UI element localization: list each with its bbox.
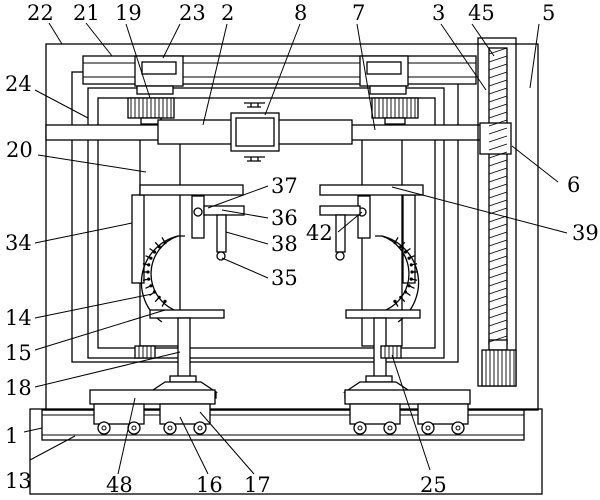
label-1: 1: [5, 424, 18, 448]
label-20: 20: [6, 138, 33, 162]
label-15: 15: [5, 341, 32, 365]
label-6: 6: [567, 173, 580, 197]
label-36: 36: [271, 206, 298, 230]
label-35: 35: [271, 266, 298, 290]
label-42: 42: [306, 221, 333, 245]
label-39: 39: [572, 221, 599, 245]
label-22: 22: [27, 1, 54, 25]
label-37: 37: [271, 174, 298, 198]
label-38: 38: [271, 232, 298, 256]
carriage-right: [344, 389, 471, 425]
label-19: 19: [115, 1, 142, 25]
lifting-screw-assembly: [477, 37, 517, 387]
label-23: 23: [179, 1, 206, 25]
carriage-left: [89, 389, 216, 425]
label-14: 14: [5, 306, 32, 330]
label-25: 25: [420, 473, 447, 497]
label-45: 45: [468, 1, 495, 25]
left-top-motor: [127, 55, 184, 125]
label-8: 8: [294, 1, 307, 25]
center-clamp: [230, 102, 280, 162]
callout-labels: 22 21 19 23 2 8 7 3 45 5 24 20 6 37 36 4…: [5, 1, 599, 497]
label-48: 48: [106, 473, 133, 497]
label-7: 7: [352, 1, 365, 25]
left-gripper: [131, 184, 245, 399]
label-13: 13: [5, 469, 32, 493]
right-top-motor: [359, 55, 419, 125]
rollers: [97, 421, 465, 435]
label-2: 2: [221, 1, 234, 25]
label-18: 18: [5, 376, 32, 400]
label-34: 34: [5, 231, 32, 255]
label-16: 16: [196, 473, 223, 497]
label-3: 3: [432, 1, 445, 25]
label-21: 21: [73, 1, 100, 25]
label-5: 5: [542, 1, 555, 25]
right-gripper: [319, 184, 424, 399]
label-17: 17: [244, 473, 271, 497]
label-24: 24: [5, 72, 32, 96]
leader-lines: [23, 22, 568, 475]
